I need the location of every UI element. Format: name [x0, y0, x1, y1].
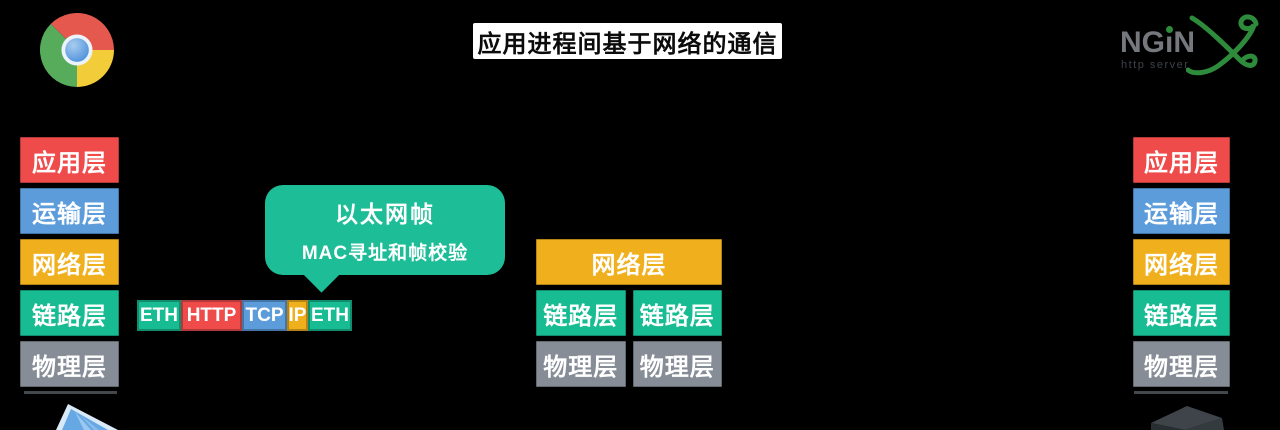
callout-title: 以太网帧 [335, 201, 435, 227]
server-layer-application: 应用层 [1133, 137, 1230, 183]
router-network-layer: 网络层 [536, 239, 722, 285]
client-protocol-stack: 应用层 运输层 网络层 链路层 物理层 [20, 137, 119, 387]
nginx-wordmark-i: ı [1165, 26, 1174, 59]
packet-segment-tcp: TCP [242, 300, 287, 331]
nginx-wordmark-right: N [1173, 26, 1196, 59]
router-physical-layer-1: 物理层 [536, 341, 626, 387]
nginx-i-dot-icon [1166, 26, 1173, 33]
packet-segment-ip: IP [287, 300, 308, 331]
server-icon [1151, 406, 1224, 430]
client-layer-application: 应用层 [20, 137, 119, 183]
server-protocol-stack: 应用层 运输层 网络层 链路层 物理层 [1133, 137, 1230, 387]
server-stack-baseline [1134, 391, 1228, 394]
client-layer-link: 链路层 [20, 290, 119, 336]
router-stack: 网络层 链路层 物理层 链路层 物理层 [536, 239, 722, 387]
packet-segment-eth-header: ETH [137, 300, 181, 331]
server-layer-transport: 运输层 [1133, 188, 1230, 234]
client-stack-baseline [24, 391, 117, 394]
router-link-layer-1: 链路层 [536, 290, 626, 336]
page-title: 应用进程间基于网络的通信 [473, 23, 782, 59]
nginx-wordmark-left: NG [1120, 26, 1165, 59]
callout-subtitle: MAC寻址和帧校验 [301, 243, 469, 264]
chrome-logo-icon [40, 13, 114, 87]
router-link-layer-2: 链路层 [632, 290, 722, 336]
nginx-x-icon [1186, 14, 1259, 76]
client-layer-physical: 物理层 [20, 341, 119, 387]
nginx-tagline: http server [1121, 59, 1190, 71]
router-interface-1: 链路层 物理层 [536, 290, 626, 387]
server-layer-physical: 物理层 [1133, 341, 1230, 387]
ethernet-frame-packet: ETH HTTP TCP IP ETH [137, 300, 352, 331]
server-layer-network: 网络层 [1133, 239, 1230, 285]
packet-segment-http: HTTP [181, 300, 242, 331]
client-layer-transport: 运输层 [20, 188, 119, 234]
packet-segment-eth-trailer: ETH [308, 300, 352, 331]
ethernet-frame-callout: 以太网帧 MAC寻址和帧校验 [265, 185, 505, 275]
router-physical-layer-2: 物理层 [632, 341, 722, 387]
server-layer-link: 链路层 [1133, 290, 1230, 336]
router-interface-2: 链路层 物理层 [632, 290, 722, 387]
laptop-icon [56, 404, 118, 430]
client-layer-network: 网络层 [20, 239, 119, 285]
